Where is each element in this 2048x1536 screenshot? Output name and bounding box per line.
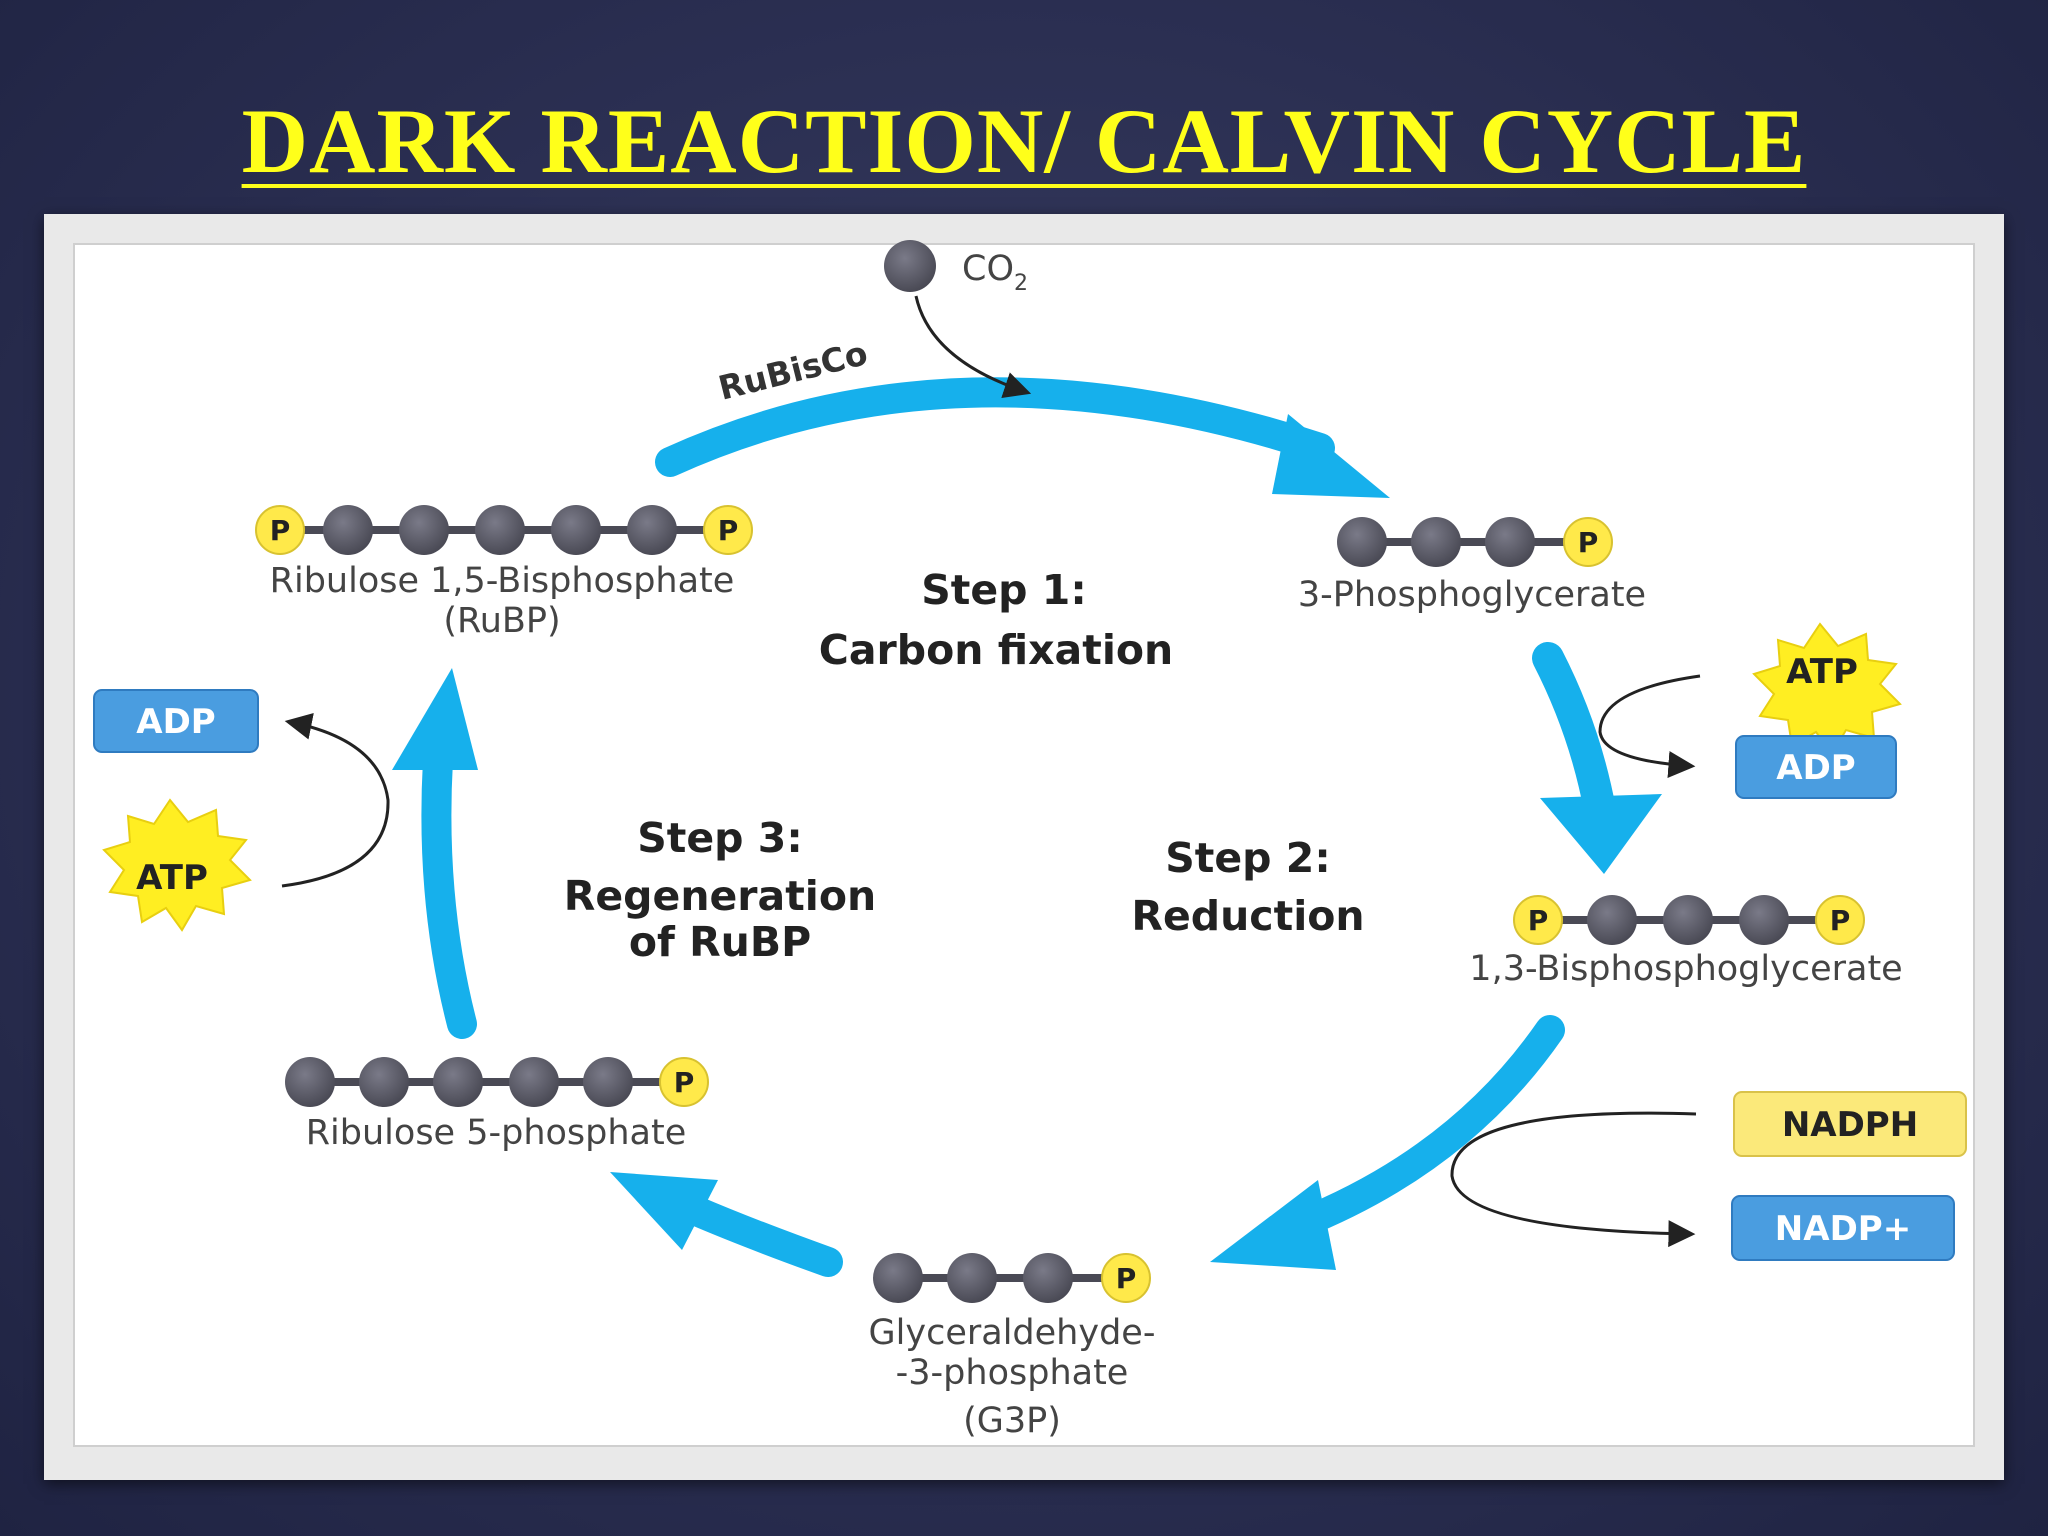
nadp-badge: NADP+	[1731, 1195, 1955, 1261]
bpg-label: 1,3-Bisphosphoglycerate	[1469, 949, 1902, 989]
arrow-reduction	[1285, 1015, 1565, 1239]
phosphate-label: P	[270, 514, 291, 547]
ru5p-label: Ribulose 5-phosphate	[306, 1113, 687, 1153]
atp-burst-right: ATP	[1752, 622, 1902, 756]
nadph-badge: NADPH	[1733, 1091, 1967, 1157]
phosphate-atom	[1563, 517, 1613, 567]
carbon-atom	[433, 1057, 483, 1107]
step3-name-line2: of RuBP	[629, 918, 811, 966]
co2-carbon-atom	[884, 240, 936, 292]
atp-left-label: ATP	[136, 858, 208, 898]
nadp-label: NADP+	[1775, 1209, 1911, 1249]
g3p-label-line3: (G3P)	[963, 1401, 1061, 1441]
adp-left-label: ADP	[136, 702, 215, 742]
ru5p-molecule: P	[285, 1057, 709, 1107]
step2-title: Step 2:	[1165, 834, 1330, 882]
phosphate-label: P	[718, 514, 739, 547]
diagram-panel	[73, 243, 1975, 1447]
cofactor-arrows	[281, 295, 1701, 1248]
carbon-atom	[947, 1253, 997, 1303]
arrow-reduction-phosphorylation	[1532, 642, 1616, 826]
g3p-molecule: P	[873, 1253, 1151, 1303]
g3p-label-line1: Glyceraldehyde-	[869, 1313, 1156, 1353]
rubp-label-line1: Ribulose 1,5-Bisphosphate	[270, 561, 735, 601]
pga-molecule: P	[1337, 517, 1613, 567]
co2-label: CO2	[962, 249, 1028, 296]
rubp-molecule: P P	[255, 505, 753, 555]
atp-adp-right-arrow	[1598, 674, 1701, 778]
arrowhead-carbon-fixation	[1272, 414, 1390, 498]
carbon-atom	[285, 1057, 335, 1107]
cycle-arrows	[392, 377, 1662, 1277]
carbon-atom	[551, 505, 601, 555]
phosphate-atom	[659, 1057, 709, 1107]
phosphate-atom	[1101, 1253, 1151, 1303]
adp-right-label: ADP	[1776, 748, 1855, 788]
atp-burst-left: ATP	[102, 798, 252, 932]
arrow-carbon-fixation	[655, 377, 1335, 477]
arrowhead-regeneration	[392, 668, 478, 770]
burst-icon	[102, 798, 252, 932]
rubp-label-line2: (RuBP)	[443, 601, 560, 641]
carbon-atom	[1337, 517, 1387, 567]
carbon-atom	[1663, 895, 1713, 945]
adp-badge-left: ADP	[93, 689, 259, 753]
nadph-label: NADPH	[1782, 1105, 1918, 1145]
arrowhead-g3p-to-ru5p	[610, 1172, 718, 1250]
carbon-atom	[1023, 1253, 1073, 1303]
phosphate-label: P	[1578, 526, 1599, 559]
carbon-atom	[509, 1057, 559, 1107]
phosphate-atom	[255, 505, 305, 555]
phosphate-label: P	[1528, 904, 1549, 937]
carbon-atom	[1739, 895, 1789, 945]
slide-title: DARK REACTION/ CALVIN CYCLE	[241, 90, 1807, 192]
bpg-molecule: P P	[1513, 895, 1865, 945]
carbon-atom	[1485, 517, 1535, 567]
adp-badge-right: ADP	[1735, 735, 1897, 799]
phosphate-atom	[1513, 895, 1563, 945]
arrowhead-reduction-phosphorylation	[1540, 794, 1662, 874]
carbon-atom	[1587, 895, 1637, 945]
carbon-atom	[359, 1057, 409, 1107]
step3-title: Step 3:	[637, 814, 802, 862]
arrow-g3p-to-ru5p	[679, 1195, 843, 1277]
arrow-regeneration	[421, 745, 477, 1039]
carbon-atom	[323, 505, 373, 555]
co2-input: CO2	[884, 240, 1028, 296]
g3p-label-line2: -3-phosphate	[896, 1353, 1129, 1393]
arrowhead-reduction	[1210, 1180, 1336, 1270]
atp-adp-left-arrow	[281, 713, 390, 888]
phosphate-label: P	[1116, 1262, 1137, 1295]
step2-name: Reduction	[1131, 892, 1364, 940]
phosphate-label: P	[674, 1066, 695, 1099]
carbon-atom	[873, 1253, 923, 1303]
carbon-atom	[1411, 517, 1461, 567]
co2-arrow	[914, 295, 1032, 398]
carbon-atom	[475, 505, 525, 555]
phosphate-atom	[703, 505, 753, 555]
step1-title: Step 1:	[921, 566, 1086, 614]
phosphate-label: P	[1830, 904, 1851, 937]
atp-right-label: ATP	[1786, 652, 1858, 692]
carbon-atom	[627, 505, 677, 555]
phosphate-atom	[1815, 895, 1865, 945]
carbon-atom	[399, 505, 449, 555]
carbon-atom	[583, 1057, 633, 1107]
step3-name-line1: Regeneration	[564, 872, 876, 920]
nadph-nadp-arrow	[1450, 1111, 1697, 1248]
pga-label: 3-Phosphoglycerate	[1298, 575, 1646, 615]
step1-name: Carbon fixation	[819, 626, 1173, 674]
